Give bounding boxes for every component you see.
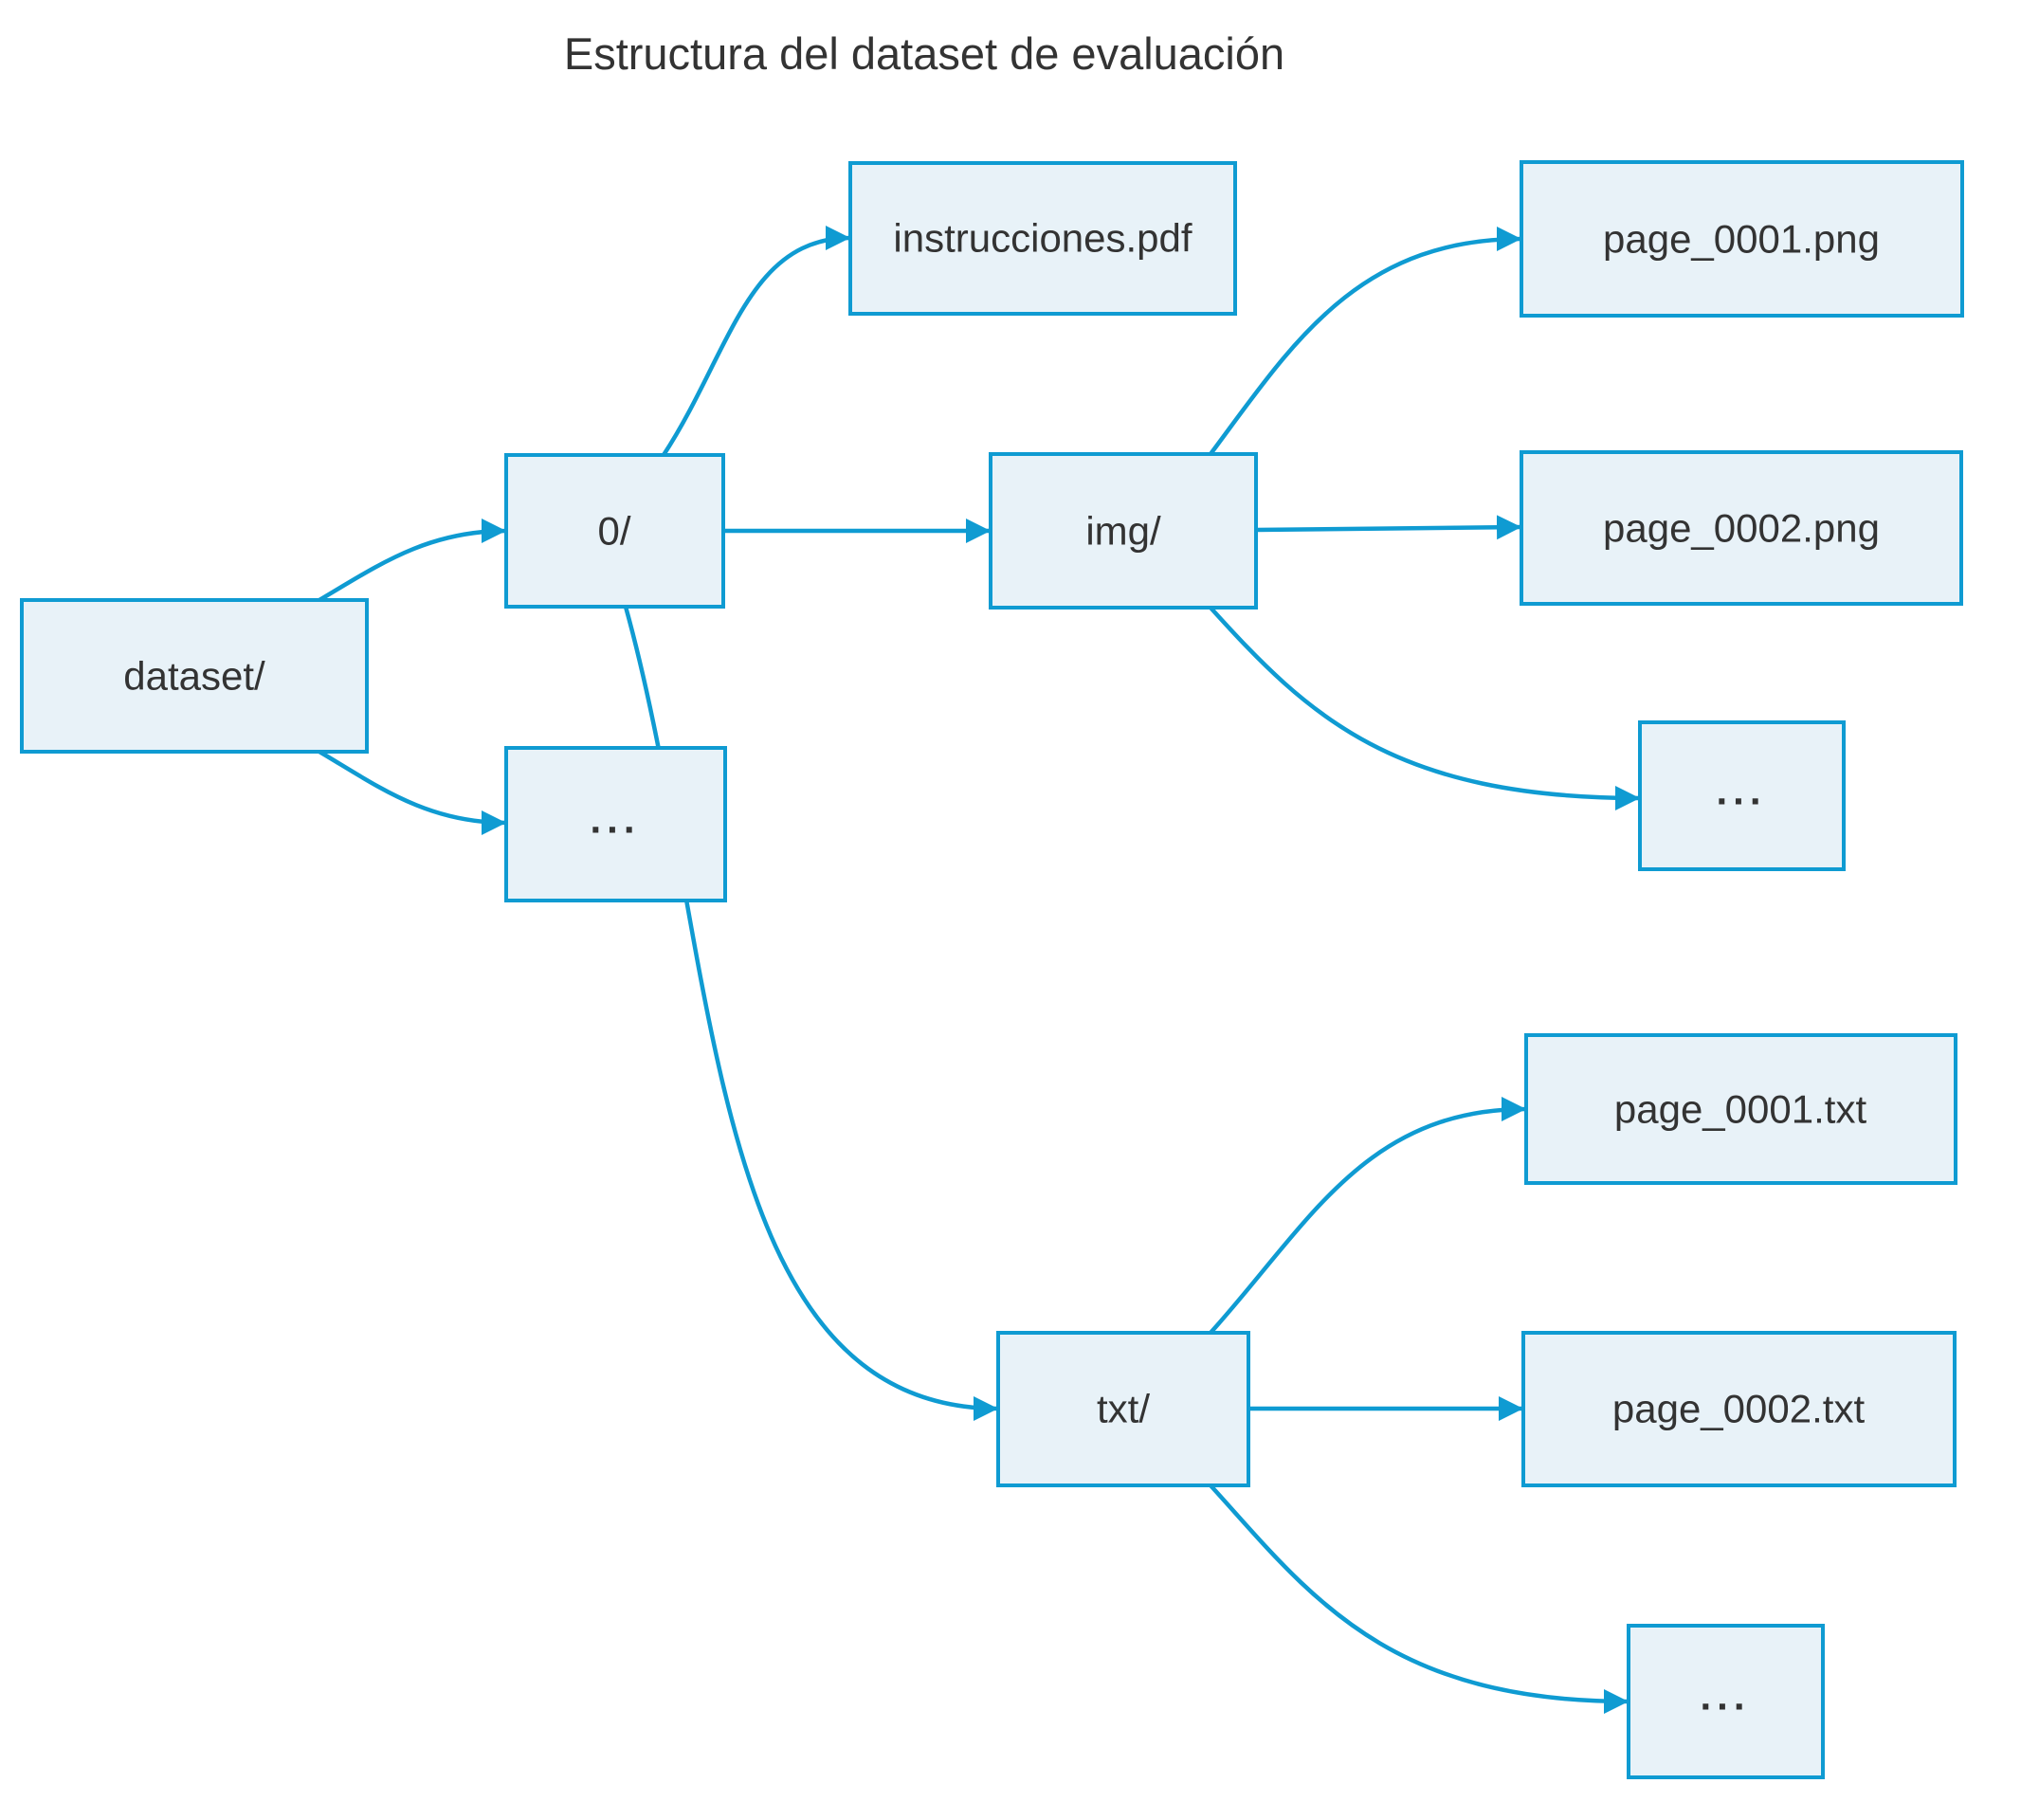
node-page-0001-txt-label: page_0001.txt [1614,1087,1867,1132]
node-page-0001-png-box [1520,160,1964,318]
node-page-0002-txt: page_0002.txt [1521,1331,1957,1487]
node-page-0002-png: page_0002.png [1520,450,1963,606]
node-dataset-label: dataset/ [123,654,265,699]
node-instrucciones-pdf-box [848,161,1237,316]
node-folder-0-label: 0/ [597,509,630,554]
node-img-label: img/ [1085,509,1161,554]
edge-txt-to-page-0001-txt [1209,1097,1527,1335]
node-img-more-box [1638,720,1846,871]
node-img-box [989,452,1258,610]
edge-txt-to-txt-more [1209,1483,1629,1714]
nodes-layer: dataset/ 0/ ... instrucciones.pdf img/ p [20,160,1964,1779]
node-dataset-box [20,598,369,754]
node-page-0002-txt-label: page_0002.txt [1612,1387,1866,1431]
node-page-0002-png-box [1520,450,1963,606]
node-page-0002-png-label: page_0002.png [1603,506,1880,551]
node-folder-more-label: ... [590,797,640,842]
edge-img-to-page-0002-png [1255,515,1522,540]
node-page-0001-txt: page_0001.txt [1524,1033,1957,1185]
node-page-0002-txt-box [1521,1331,1957,1487]
node-img-more-label: ... [1716,769,1766,813]
node-page-0001-txt-box [1524,1033,1957,1185]
node-instrucciones-pdf: instrucciones.pdf [848,161,1237,316]
node-folder-more-box [504,746,727,902]
node-folder-0: 0/ [504,453,725,609]
edge-dataset-to-folder-more [318,750,507,835]
edge-img-to-page-0001-png [1209,227,1522,456]
node-txt: txt/ [996,1331,1250,1487]
node-instrucciones-pdf-label: instrucciones.pdf [893,216,1192,261]
node-txt-more-box [1627,1624,1825,1779]
node-img-more: ... [1638,720,1846,871]
edge-folder-0-to-instrucciones-pdf [662,226,851,457]
node-folder-more: ... [504,746,727,902]
node-txt-more-label: ... [1700,1674,1750,1719]
node-dataset: dataset/ [20,598,369,754]
edge-folder-0-to-txt [623,606,999,1421]
node-folder-0-box [504,453,725,609]
node-page-0001-png-label: page_0001.png [1603,217,1880,262]
node-page-0001-png: page_0001.png [1520,160,1964,318]
diagram-title: Estructura del dataset de evaluación [564,28,1284,79]
node-txt-label: txt/ [1097,1387,1150,1431]
edge-img-to-img-more [1209,606,1641,810]
node-txt-box [996,1331,1250,1487]
edge-dataset-to-folder-0 [318,519,507,602]
node-txt-more: ... [1627,1624,1825,1779]
node-img: img/ [989,452,1258,610]
